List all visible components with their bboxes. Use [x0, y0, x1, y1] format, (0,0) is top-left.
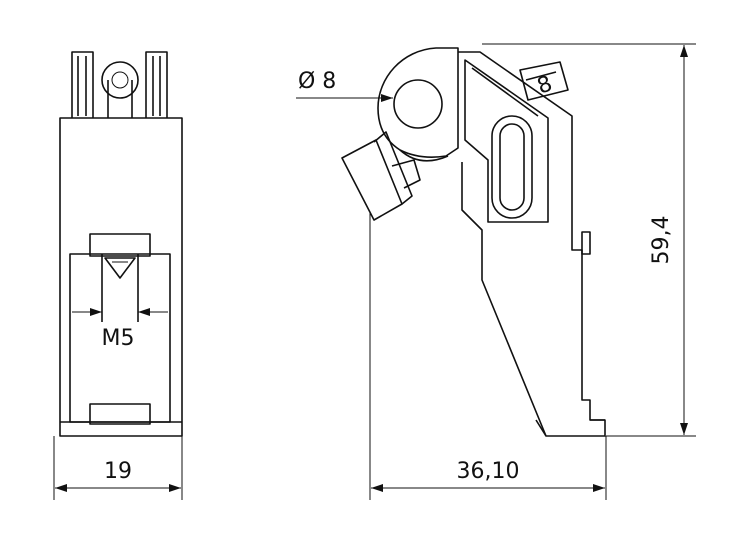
length-label: 36,10: [457, 459, 520, 484]
front-view: M5: [59, 51, 183, 437]
side-inner-frame: [464, 59, 549, 223]
width-dimension: 19: [53, 436, 183, 500]
height-dimension: 59,4: [482, 43, 696, 437]
side-head: [377, 47, 459, 158]
side-body-outline: [458, 51, 606, 437]
height-label: 59,4: [649, 216, 674, 265]
length-dimension: 36,10: [369, 212, 607, 500]
front-screw-head: [89, 233, 151, 257]
side-bore-hole: [393, 79, 443, 129]
front-top-prongs: [71, 51, 168, 118]
part-marking-tag: 8: [519, 61, 569, 101]
front-body-outline: [59, 117, 183, 437]
bore-label: Ø 8: [298, 69, 336, 94]
bore-dimension: Ø 8: [296, 69, 393, 102]
width-label: 19: [104, 459, 132, 484]
side-clamp-screw: [341, 131, 421, 221]
side-view: 8: [341, 47, 606, 437]
thread-label: M5: [102, 326, 135, 351]
side-slot: [491, 115, 533, 219]
front-bottom-clip: [89, 403, 151, 425]
front-screw-tip: [104, 257, 136, 279]
part-marking: 8: [534, 71, 556, 99]
